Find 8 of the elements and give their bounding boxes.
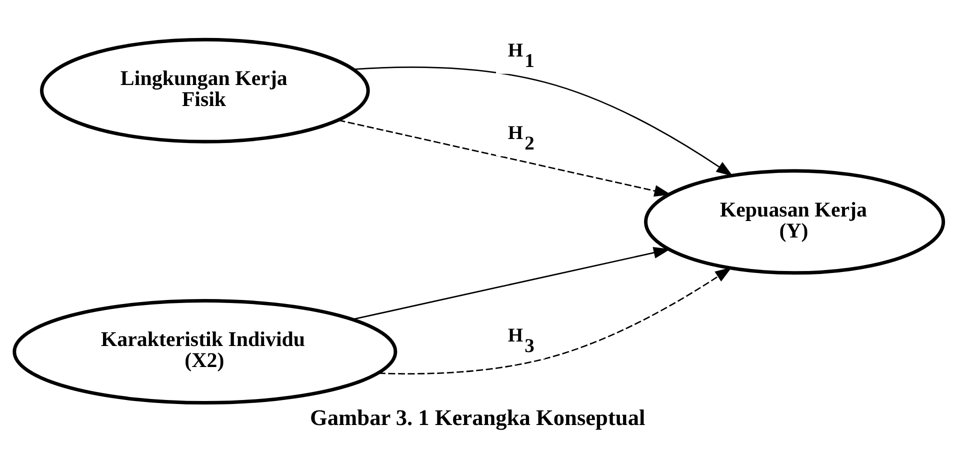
node-ellipse: Lingkungan Kerja Fisik	[40, 38, 370, 144]
node-ellipse: Kepuasan Kerja (Y)	[644, 169, 946, 275]
arrow	[338, 119, 672, 197]
arrow	[378, 267, 732, 374]
caption: Gambar 3. 1 Kerangka Konseptual	[310, 405, 646, 430]
arrow	[353, 66, 733, 176]
arrow	[352, 246, 670, 320]
node-ellipse: Karakteristik Individu (X2)	[12, 299, 398, 405]
